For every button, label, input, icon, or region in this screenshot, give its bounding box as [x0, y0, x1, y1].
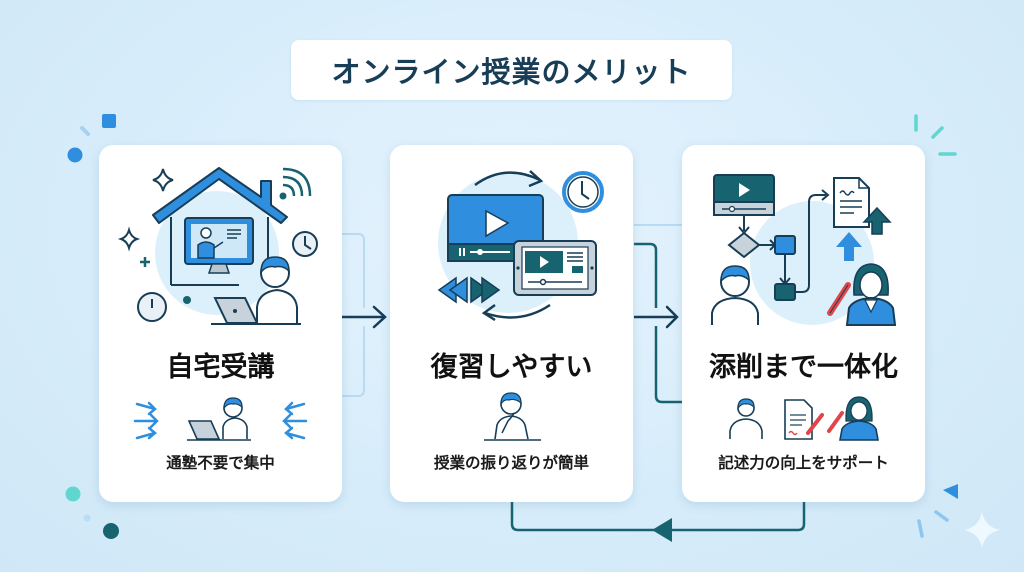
sparkle-line-decoration	[931, 126, 944, 139]
dash-decoration	[934, 510, 949, 522]
video-replay-tablet-icon	[437, 170, 604, 322]
connector-card1-to-card2	[342, 233, 387, 397]
benefit-card-easy-review: 復習しやすい 授業の振り返りが簡単	[390, 145, 633, 502]
card-caption: 授業の振り返りが簡単	[433, 454, 589, 472]
arrow-left-icon	[652, 518, 672, 542]
student-document-teacher-icon	[729, 396, 879, 441]
triangle-decoration	[943, 484, 958, 499]
dash-decoration	[80, 126, 90, 136]
card-heading: 添削まで一体化	[709, 352, 898, 383]
card-heading: 自宅受講	[166, 352, 275, 383]
card-caption: 記述力の向上をサポート	[718, 454, 889, 472]
page-title: オンライン授業のメリット	[331, 55, 692, 89]
dot-decoration	[103, 523, 119, 539]
dot-decoration	[67, 147, 83, 163]
square-decoration	[102, 114, 116, 128]
dot-decoration	[83, 514, 91, 522]
flowchart-document-teacher-icon	[711, 174, 897, 326]
sparkle-decoration	[964, 512, 1000, 548]
dot-decoration	[65, 486, 81, 502]
loop-back-connector	[510, 502, 806, 542]
dash-decoration	[917, 519, 924, 538]
card-caption: 通塾不要で集中	[166, 454, 275, 472]
student-focused-laptop-icon	[133, 397, 308, 441]
benefit-card-correction-integrated: 添削まで一体化 記述力の向上をサポート	[682, 145, 925, 502]
connector-card2-to-card3	[634, 224, 682, 404]
house-with-monitor-and-student-icon	[117, 167, 318, 325]
title-banner: オンライン授業のメリット	[291, 40, 732, 100]
card-heading: 復習しやすい	[430, 352, 593, 383]
benefit-card-home-study: 自宅受講 通塾不要で集中	[99, 145, 342, 502]
student-thinking-icon	[484, 392, 541, 441]
